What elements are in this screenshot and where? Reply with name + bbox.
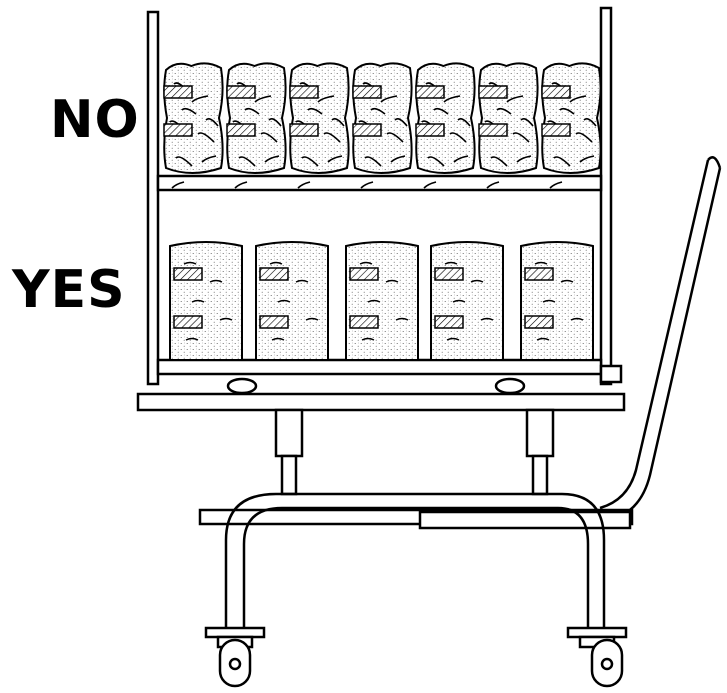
crumpled-bag	[542, 63, 601, 188]
crumpled-bag	[290, 63, 349, 188]
crumpled-bag	[353, 63, 412, 188]
right-caster	[568, 628, 626, 686]
left-caster	[206, 628, 264, 686]
cart-handle	[600, 157, 720, 520]
neat-bag	[431, 242, 503, 360]
neat-bag	[346, 242, 418, 360]
cart-platform	[138, 379, 624, 410]
neat-bag	[521, 242, 593, 360]
crumpled-bag	[416, 63, 475, 188]
top-shelf-bags	[164, 63, 601, 188]
bottom-shelf-bags	[170, 242, 593, 360]
lower-frame	[200, 494, 632, 632]
label-no: NO	[50, 94, 140, 146]
crumpled-bag	[227, 63, 286, 188]
label-yes: YES	[12, 264, 126, 316]
neat-bag	[256, 242, 328, 360]
support-posts	[276, 410, 553, 494]
crumpled-bag	[479, 63, 538, 188]
neat-bag	[170, 242, 242, 360]
crumpled-bag	[164, 63, 223, 188]
